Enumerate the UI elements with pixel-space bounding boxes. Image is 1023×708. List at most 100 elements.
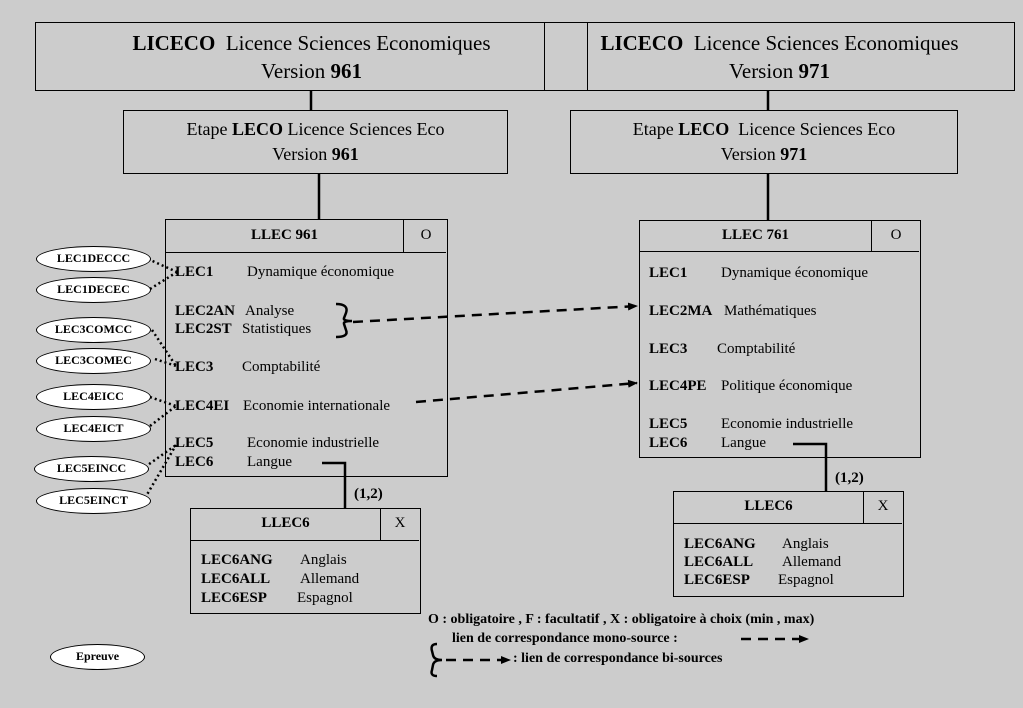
- etape-left-prefix: Etape: [186, 119, 228, 139]
- llec-961-code-lec3: LEC3: [175, 359, 214, 375]
- llec6-left-title: LLEC6: [261, 515, 310, 531]
- llec6-right-flag-divider: [863, 492, 864, 523]
- legend-brace: [430, 642, 443, 678]
- epreuve-lec3comcc: LEC3COMCC: [36, 317, 151, 343]
- llec-761-title: LLEC 761: [721, 227, 790, 243]
- etape-box-left: Etape LECO Licence Sciences Eco Version …: [123, 110, 508, 174]
- llec-761-flag-divider: [871, 221, 872, 251]
- llec-961-title: LLEC 961: [250, 227, 319, 243]
- llec-761-label-lec4pe: Politique économique: [721, 378, 853, 394]
- llec6-right-code-all: LEC6ALL: [684, 554, 754, 570]
- epreuve-lec3comec: LEC3COMEC: [36, 348, 151, 374]
- etape-right-code: LECO: [678, 119, 730, 139]
- llec-761-box: LLEC 761 O LEC1 Dynamique économique LEC…: [639, 220, 921, 458]
- llec6-left-code-esp: LEC6ESP: [201, 590, 267, 606]
- brace-lec2: [335, 302, 353, 339]
- top-left-title: Licence Sciences Economiques: [225, 31, 491, 55]
- llec-961-flag: O: [420, 227, 432, 243]
- llec6-left-flag: X: [394, 515, 406, 531]
- epreuve-lec1deccc: LEC1DECCC: [36, 246, 151, 272]
- legend-line-2: lien de correspondance mono-source :: [452, 631, 678, 646]
- top-box-left: LICECO Licence Sciences Economiques Vers…: [35, 22, 588, 91]
- epreuve-lec1decec: LEC1DECEC: [36, 277, 151, 303]
- etape-right-version-num: 971: [780, 144, 808, 164]
- etape-right-version-label: Version: [720, 144, 776, 164]
- etape-left-version-label: Version: [272, 144, 328, 164]
- llec-761-label-lec5: Economie industrielle: [721, 416, 854, 432]
- llec-761-label-lec1: Dynamique économique: [721, 265, 869, 281]
- epreuve-lec5einct: LEC5EINCT: [36, 488, 151, 514]
- epreuve-lec5eincc: LEC5EINCC: [34, 456, 149, 482]
- epreuve-lec4eict: LEC4EICT: [36, 416, 151, 442]
- top-right-title: Licence Sciences Economiques: [693, 31, 959, 55]
- llec-961-flag-divider: [403, 220, 404, 252]
- llec6-left-flag-divider: [380, 509, 381, 540]
- llec-961-code-lec4ei: LEC4EI: [175, 398, 230, 414]
- etape-left-title: Licence Sciences Eco: [287, 119, 445, 139]
- llec-961-code-lec2st: LEC2ST: [175, 321, 232, 337]
- llec-961-code-lec2an: LEC2AN: [175, 303, 236, 319]
- etape-box-right: Etape LECO Licence Sciences Eco Version …: [570, 110, 958, 174]
- llec-761-label-lec3: Comptabilité: [717, 341, 796, 357]
- link-lec2-to-lec2ma: [352, 302, 638, 324]
- llec-761-code-lec3: LEC3: [649, 341, 688, 357]
- legend-line-3: : lien de correspondance bi-sources: [513, 651, 723, 666]
- llec-961-label-lec1: Dynamique économique: [247, 264, 395, 280]
- connector-lec6-right: [793, 442, 828, 492]
- llec6-box-right: LLEC6 X LEC6ANG Anglais LEC6ALL Allemand…: [673, 491, 904, 597]
- top-right-version-num: 971: [798, 59, 830, 83]
- llec6-box-left: LLEC6 X LEC6ANG Anglais LEC6ALL Allemand…: [190, 508, 421, 614]
- top-left-version-label: Version: [261, 59, 326, 83]
- llec-961-box: LLEC 961 O LEC1 Dynamique économique LEC…: [165, 219, 448, 477]
- llec-961-code-lec5: LEC5: [175, 435, 214, 451]
- top-right-version-label: Version: [729, 59, 794, 83]
- llec-961-label-lec2st: Statistiques: [242, 321, 312, 337]
- llec-761-code-lec4pe: LEC4PE: [649, 378, 707, 394]
- llec-961-label-lec4ei: Economie internationale: [243, 398, 391, 414]
- llec6-left-label-ang: Anglais: [300, 552, 347, 568]
- cardinality-right: (1,2): [835, 470, 864, 486]
- etape-left-code: LECO: [232, 119, 284, 139]
- llec-961-label-lec6: Langue: [247, 454, 292, 470]
- llec-761-label-lec2ma: Mathématiques: [724, 303, 817, 319]
- llec6-right-code-ang: LEC6ANG: [684, 536, 756, 552]
- connector-lec6-left: [322, 461, 347, 509]
- llec-961-label-lec2an: Analyse: [245, 303, 295, 319]
- link-lec4ei-to-lec4pe: [415, 379, 638, 404]
- etape-right-title: Licence Sciences Eco: [738, 119, 896, 139]
- llec6-right-code-esp: LEC6ESP: [684, 572, 750, 588]
- epreuve-lec4eicc: LEC4EICC: [36, 384, 151, 410]
- llec-961-header-divider: [166, 252, 446, 253]
- llec-961-code-lec6: LEC6: [175, 454, 214, 470]
- cardinality-left: (1,2): [354, 486, 383, 502]
- llec6-right-label-ang: Anglais: [782, 536, 829, 552]
- top-right-title-bold: LICECO: [600, 31, 684, 55]
- llec6-left-label-esp: Espagnol: [297, 590, 353, 606]
- llec6-right-header-divider: [674, 523, 902, 524]
- llec-961-code-lec1: LEC1: [175, 264, 214, 280]
- llec-761-code-lec2ma: LEC2MA: [649, 303, 713, 319]
- llec6-left-label-all: Allemand: [300, 571, 360, 587]
- llec-761-code-lec1: LEC1: [649, 265, 688, 281]
- llec6-left-code-ang: LEC6ANG: [201, 552, 273, 568]
- top-left-version-num: 961: [330, 59, 362, 83]
- top-box-right: LICECO Licence Sciences Economiques Vers…: [544, 22, 1015, 91]
- llec-761-label-lec6: Langue: [721, 435, 766, 451]
- llec-761-code-lec6: LEC6: [649, 435, 688, 451]
- top-left-title-bold: LICECO: [132, 31, 216, 55]
- etape-left-version-num: 961: [331, 144, 359, 164]
- llec-761-header-divider: [640, 251, 919, 252]
- legend-epreuve-oval: Epreuve: [50, 644, 145, 670]
- llec6-right-title: LLEC6: [744, 498, 793, 514]
- etape-right-prefix: Etape: [632, 119, 674, 139]
- llec6-right-flag: X: [877, 498, 889, 514]
- llec6-right-label-esp: Espagnol: [778, 572, 834, 588]
- llec-961-label-lec5: Economie industrielle: [247, 435, 380, 451]
- llec-761-code-lec5: LEC5: [649, 416, 688, 432]
- llec6-right-label-all: Allemand: [782, 554, 842, 570]
- llec6-left-header-divider: [191, 540, 419, 541]
- llec-761-flag: O: [890, 227, 902, 243]
- llec-961-label-lec3: Comptabilité: [242, 359, 321, 375]
